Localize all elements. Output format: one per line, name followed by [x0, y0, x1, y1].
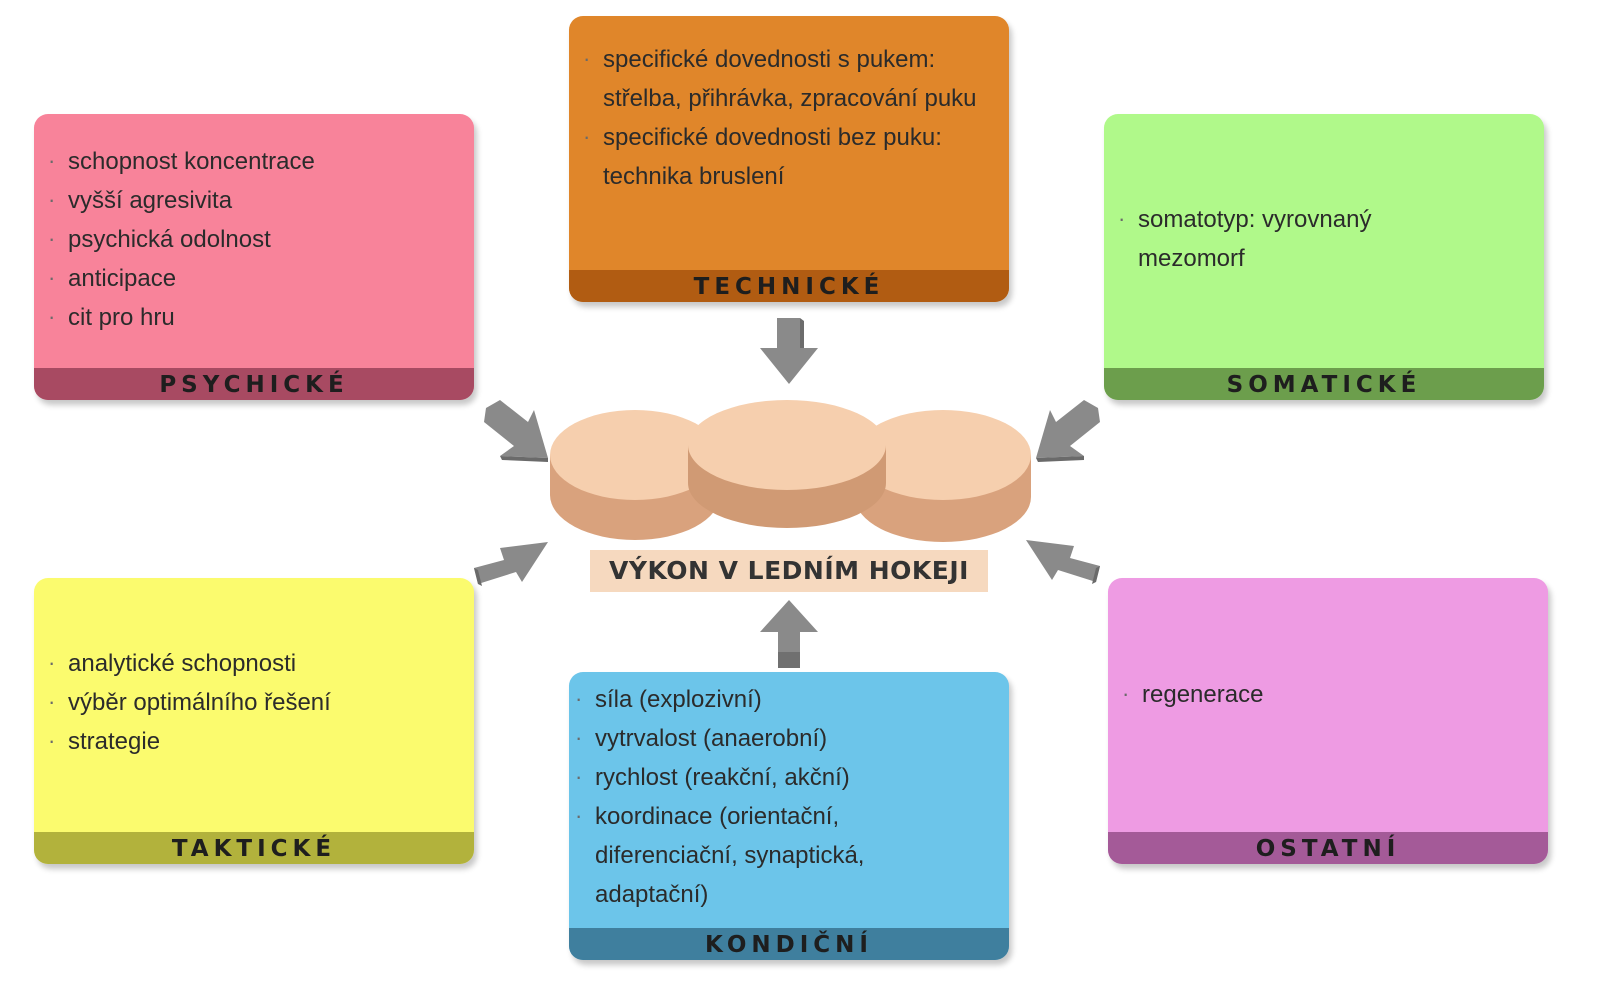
arrow-down-right-icon: [484, 400, 548, 462]
arrow-up-left-icon: [1026, 540, 1100, 584]
hockey-pucks-icon: [550, 400, 1031, 542]
box-label: OSTATNÍ: [1108, 832, 1548, 864]
list-item: koordinace (orientační, diferenciační, s…: [575, 796, 929, 914]
list-item: síla (explozivní): [575, 679, 929, 719]
box-kondicni: síla (explozivní) vytrvalost (anaerobní)…: [569, 672, 1009, 960]
box-label: KONDIČNÍ: [569, 928, 1009, 960]
list-item: analytické schopnosti: [48, 643, 454, 683]
kondicni-list: síla (explozivní) vytrvalost (anaerobní)…: [575, 679, 929, 914]
box-technicke: specifické dovednosti s pukem: střelba, …: [569, 16, 1009, 302]
ostatni-list: regenerace: [1122, 674, 1528, 714]
box-label: TECHNICKÉ: [569, 270, 1009, 302]
box-somaticke: somatotyp: vyrovnaný mezomorf SOMATICKÉ: [1104, 114, 1544, 400]
box-psychicke: schopnost koncentrace vyšší agresivita p…: [34, 114, 474, 400]
box-label: PSYCHICKÉ: [34, 368, 474, 400]
takticke-list: analytické schopnosti výběr optimálního …: [48, 643, 454, 761]
list-item: strategie: [48, 721, 454, 761]
box-takticke: analytické schopnosti výběr optimálního …: [34, 578, 474, 864]
list-item: schopnost koncentrace: [48, 141, 454, 181]
technicke-list: specifické dovednosti s pukem: střelba, …: [583, 39, 985, 196]
arrow-down-left-icon: [1036, 400, 1100, 462]
list-item: rychlost (reakční, akční): [575, 757, 929, 797]
list-item: specifické dovednosti bez puku: technika…: [583, 117, 985, 196]
list-item: vytrvalost (anaerobní): [575, 718, 929, 758]
box-ostatni: regenerace OSTATNÍ: [1108, 578, 1548, 864]
list-item: anticipace: [48, 258, 454, 298]
psychicke-list: schopnost koncentrace vyšší agresivita p…: [48, 141, 454, 337]
arrow-down-icon: [760, 318, 818, 384]
list-item: cit pro hru: [48, 297, 454, 337]
list-item: regenerace: [1122, 674, 1528, 714]
list-item: vyšší agresivita: [48, 180, 454, 220]
box-label: SOMATICKÉ: [1104, 368, 1544, 400]
arrow-up-right-icon: [474, 542, 548, 586]
arrow-up-icon: [760, 600, 818, 668]
somaticke-list: somatotyp: vyrovnaný mezomorf: [1118, 199, 1424, 278]
list-item: specifické dovednosti s pukem: střelba, …: [583, 39, 985, 118]
list-item: psychická odolnost: [48, 219, 454, 259]
center-title: VÝKON V LEDNÍM HOKEJI: [590, 550, 988, 592]
box-label: TAKTICKÉ: [34, 832, 474, 864]
list-item: výběr optimálního řešení: [48, 682, 454, 722]
list-item: somatotyp: vyrovnaný mezomorf: [1118, 199, 1424, 278]
